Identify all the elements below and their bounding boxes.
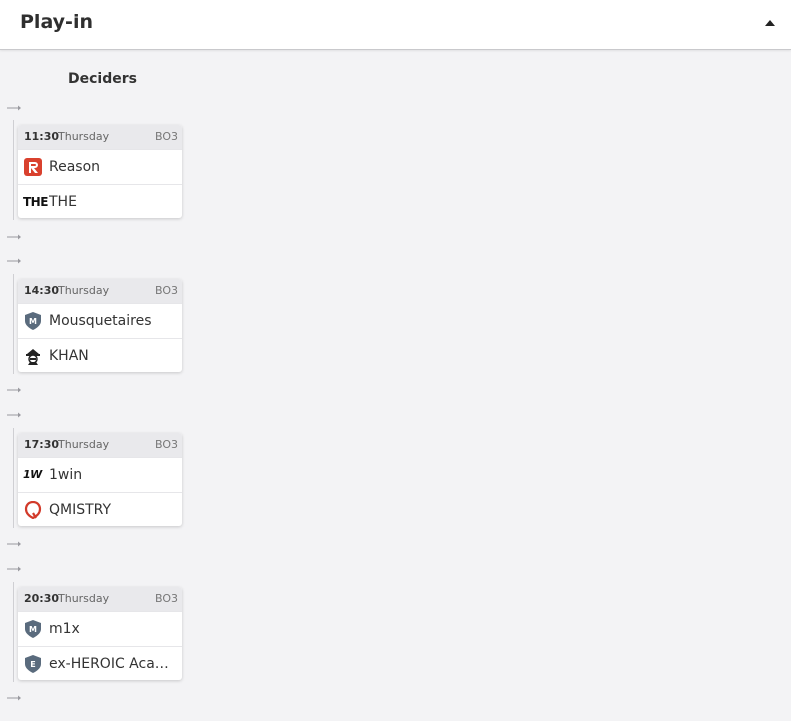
match-format: BO3 bbox=[154, 130, 178, 143]
team-row[interactable]: KHAN bbox=[18, 338, 182, 372]
team-name: ex-HEROIC Acade... bbox=[49, 656, 177, 672]
round-title: Deciders bbox=[68, 71, 137, 87]
team-row[interactable]: M m1x bbox=[18, 611, 182, 646]
bracket-line bbox=[13, 120, 14, 220]
bracket-line bbox=[13, 582, 14, 682]
team-row[interactable]: 1W 1win bbox=[18, 457, 182, 492]
team-name: THE bbox=[49, 194, 77, 210]
bracket-arrow-icon bbox=[7, 258, 21, 264]
team-row[interactable]: Reason bbox=[18, 149, 182, 184]
team-name: QMISTRY bbox=[49, 502, 112, 518]
shield-m-logo-icon: M bbox=[25, 312, 41, 330]
match-card[interactable]: 11:30 Thursday BO3 Reason THE THE bbox=[18, 125, 182, 218]
team-name: m1x bbox=[49, 621, 80, 637]
caret-up-icon[interactable] bbox=[763, 18, 777, 28]
match-day: Thursday bbox=[58, 130, 110, 143]
svg-text:E: E bbox=[30, 660, 35, 669]
team-row[interactable]: E ex-HEROIC Acade... bbox=[18, 646, 182, 680]
bracket-arrow-icon bbox=[7, 234, 21, 240]
match-day: Thursday bbox=[58, 438, 110, 451]
bracket-arrow-icon bbox=[7, 695, 21, 701]
team-name: KHAN bbox=[49, 348, 89, 364]
team-row[interactable]: THE THE bbox=[18, 184, 182, 218]
bracket-line bbox=[13, 428, 14, 528]
match-day: Thursday bbox=[58, 592, 110, 605]
1win-logo-icon: 1W bbox=[23, 468, 42, 481]
match-time: 20:30 bbox=[24, 592, 60, 605]
match-header: 17:30 Thursday BO3 bbox=[18, 433, 182, 457]
match-header: 20:30 Thursday BO3 bbox=[18, 587, 182, 611]
svg-text:M: M bbox=[29, 625, 37, 634]
svg-text:M: M bbox=[29, 317, 37, 326]
match-card[interactable]: 20:30 Thursday BO3 M m1x E ex-HEROIC Aca… bbox=[18, 587, 182, 680]
match-header: 11:30 Thursday BO3 bbox=[18, 125, 182, 149]
qmistry-logo-icon bbox=[24, 501, 42, 519]
bracket-arrow-icon bbox=[7, 566, 21, 572]
team-name: Mousquetaires bbox=[49, 313, 152, 329]
match-card[interactable]: 17:30 Thursday BO3 1W 1win QMISTRY bbox=[18, 433, 182, 526]
bracket-arrow-icon bbox=[7, 387, 21, 393]
shield-m-logo-icon: M bbox=[25, 620, 41, 638]
match-time: 17:30 bbox=[24, 438, 60, 451]
shield-e-logo-icon: E bbox=[25, 655, 41, 673]
match-time: 11:30 bbox=[24, 130, 60, 143]
bracket-line bbox=[13, 274, 14, 374]
section-header[interactable]: Play-in bbox=[0, 0, 791, 50]
team-row[interactable]: M Mousquetaires bbox=[18, 303, 182, 338]
bracket-arrow-icon bbox=[7, 105, 21, 111]
match-time: 14:30 bbox=[24, 284, 60, 297]
bracket-arrow-icon bbox=[7, 412, 21, 418]
match-header: 14:30 Thursday BO3 bbox=[18, 279, 182, 303]
match-format: BO3 bbox=[154, 592, 178, 605]
team-name: 1win bbox=[49, 467, 83, 483]
section-title: Play-in bbox=[20, 11, 93, 33]
reason-logo-icon bbox=[24, 158, 42, 176]
khan-logo-icon bbox=[26, 349, 40, 365]
match-format: BO3 bbox=[154, 438, 178, 451]
bracket-arrow-icon bbox=[7, 541, 21, 547]
match-format: BO3 bbox=[154, 284, 178, 297]
team-row[interactable]: QMISTRY bbox=[18, 492, 182, 526]
the-logo-icon: THE bbox=[23, 195, 48, 209]
match-day: Thursday bbox=[58, 284, 110, 297]
team-name: Reason bbox=[49, 159, 101, 175]
match-card[interactable]: 14:30 Thursday BO3 M Mousquetaires KHAN bbox=[18, 279, 182, 372]
